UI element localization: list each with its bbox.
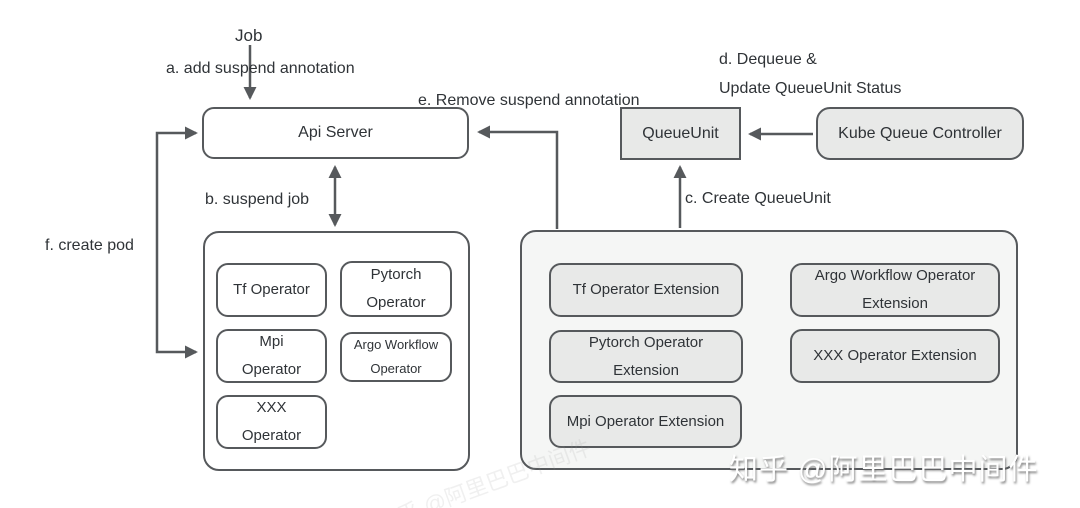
node-pytorch-operator: Pytorch Operator [340,261,452,317]
label-add-suspend-annotation: a. add suspend annotation [166,60,355,77]
node-pytorch-operator-extension: Pytorch Operator Extension [549,330,743,383]
label-create-pod: f. create pod [45,237,134,254]
zhihu-watermark: 知乎 @阿里巴巴中间件 [729,454,1039,486]
label-dequeue-update-status: d. Dequeue & Update QueueUnit Status [719,51,902,97]
node-kube-queue-controller: Kube Queue Controller [816,107,1024,160]
node-api-server: Api Server [202,107,469,159]
node-mpi-operator: Mpi Operator [216,329,327,383]
arrow-create-pod [155,126,198,359]
node-tf-operator: Tf Operator [216,263,327,317]
node-xxx-operator-extension: XXX Operator Extension [790,329,1000,383]
node-tf-operator-extension: Tf Operator Extension [549,263,743,317]
node-xxx-operator: XXX Operator [216,395,327,449]
node-mpi-operator-extension: Mpi Operator Extension [549,395,742,448]
label-remove-suspend-annotation: e. Remove suspend annotation [418,92,640,109]
node-queue-unit: QueueUnit [620,107,741,160]
label-job: Job [235,26,263,45]
node-argo-workflow-operator: Argo Workflow Operator [340,332,452,382]
label-create-queueunit: c. Create QueueUnit [685,190,831,207]
label-suspend-job: b. suspend job [205,191,310,208]
node-argo-workflow-operator-extension: Argo Workflow Operator Extension [790,263,1000,317]
arrow-remove-suspend-annotation [477,125,559,229]
